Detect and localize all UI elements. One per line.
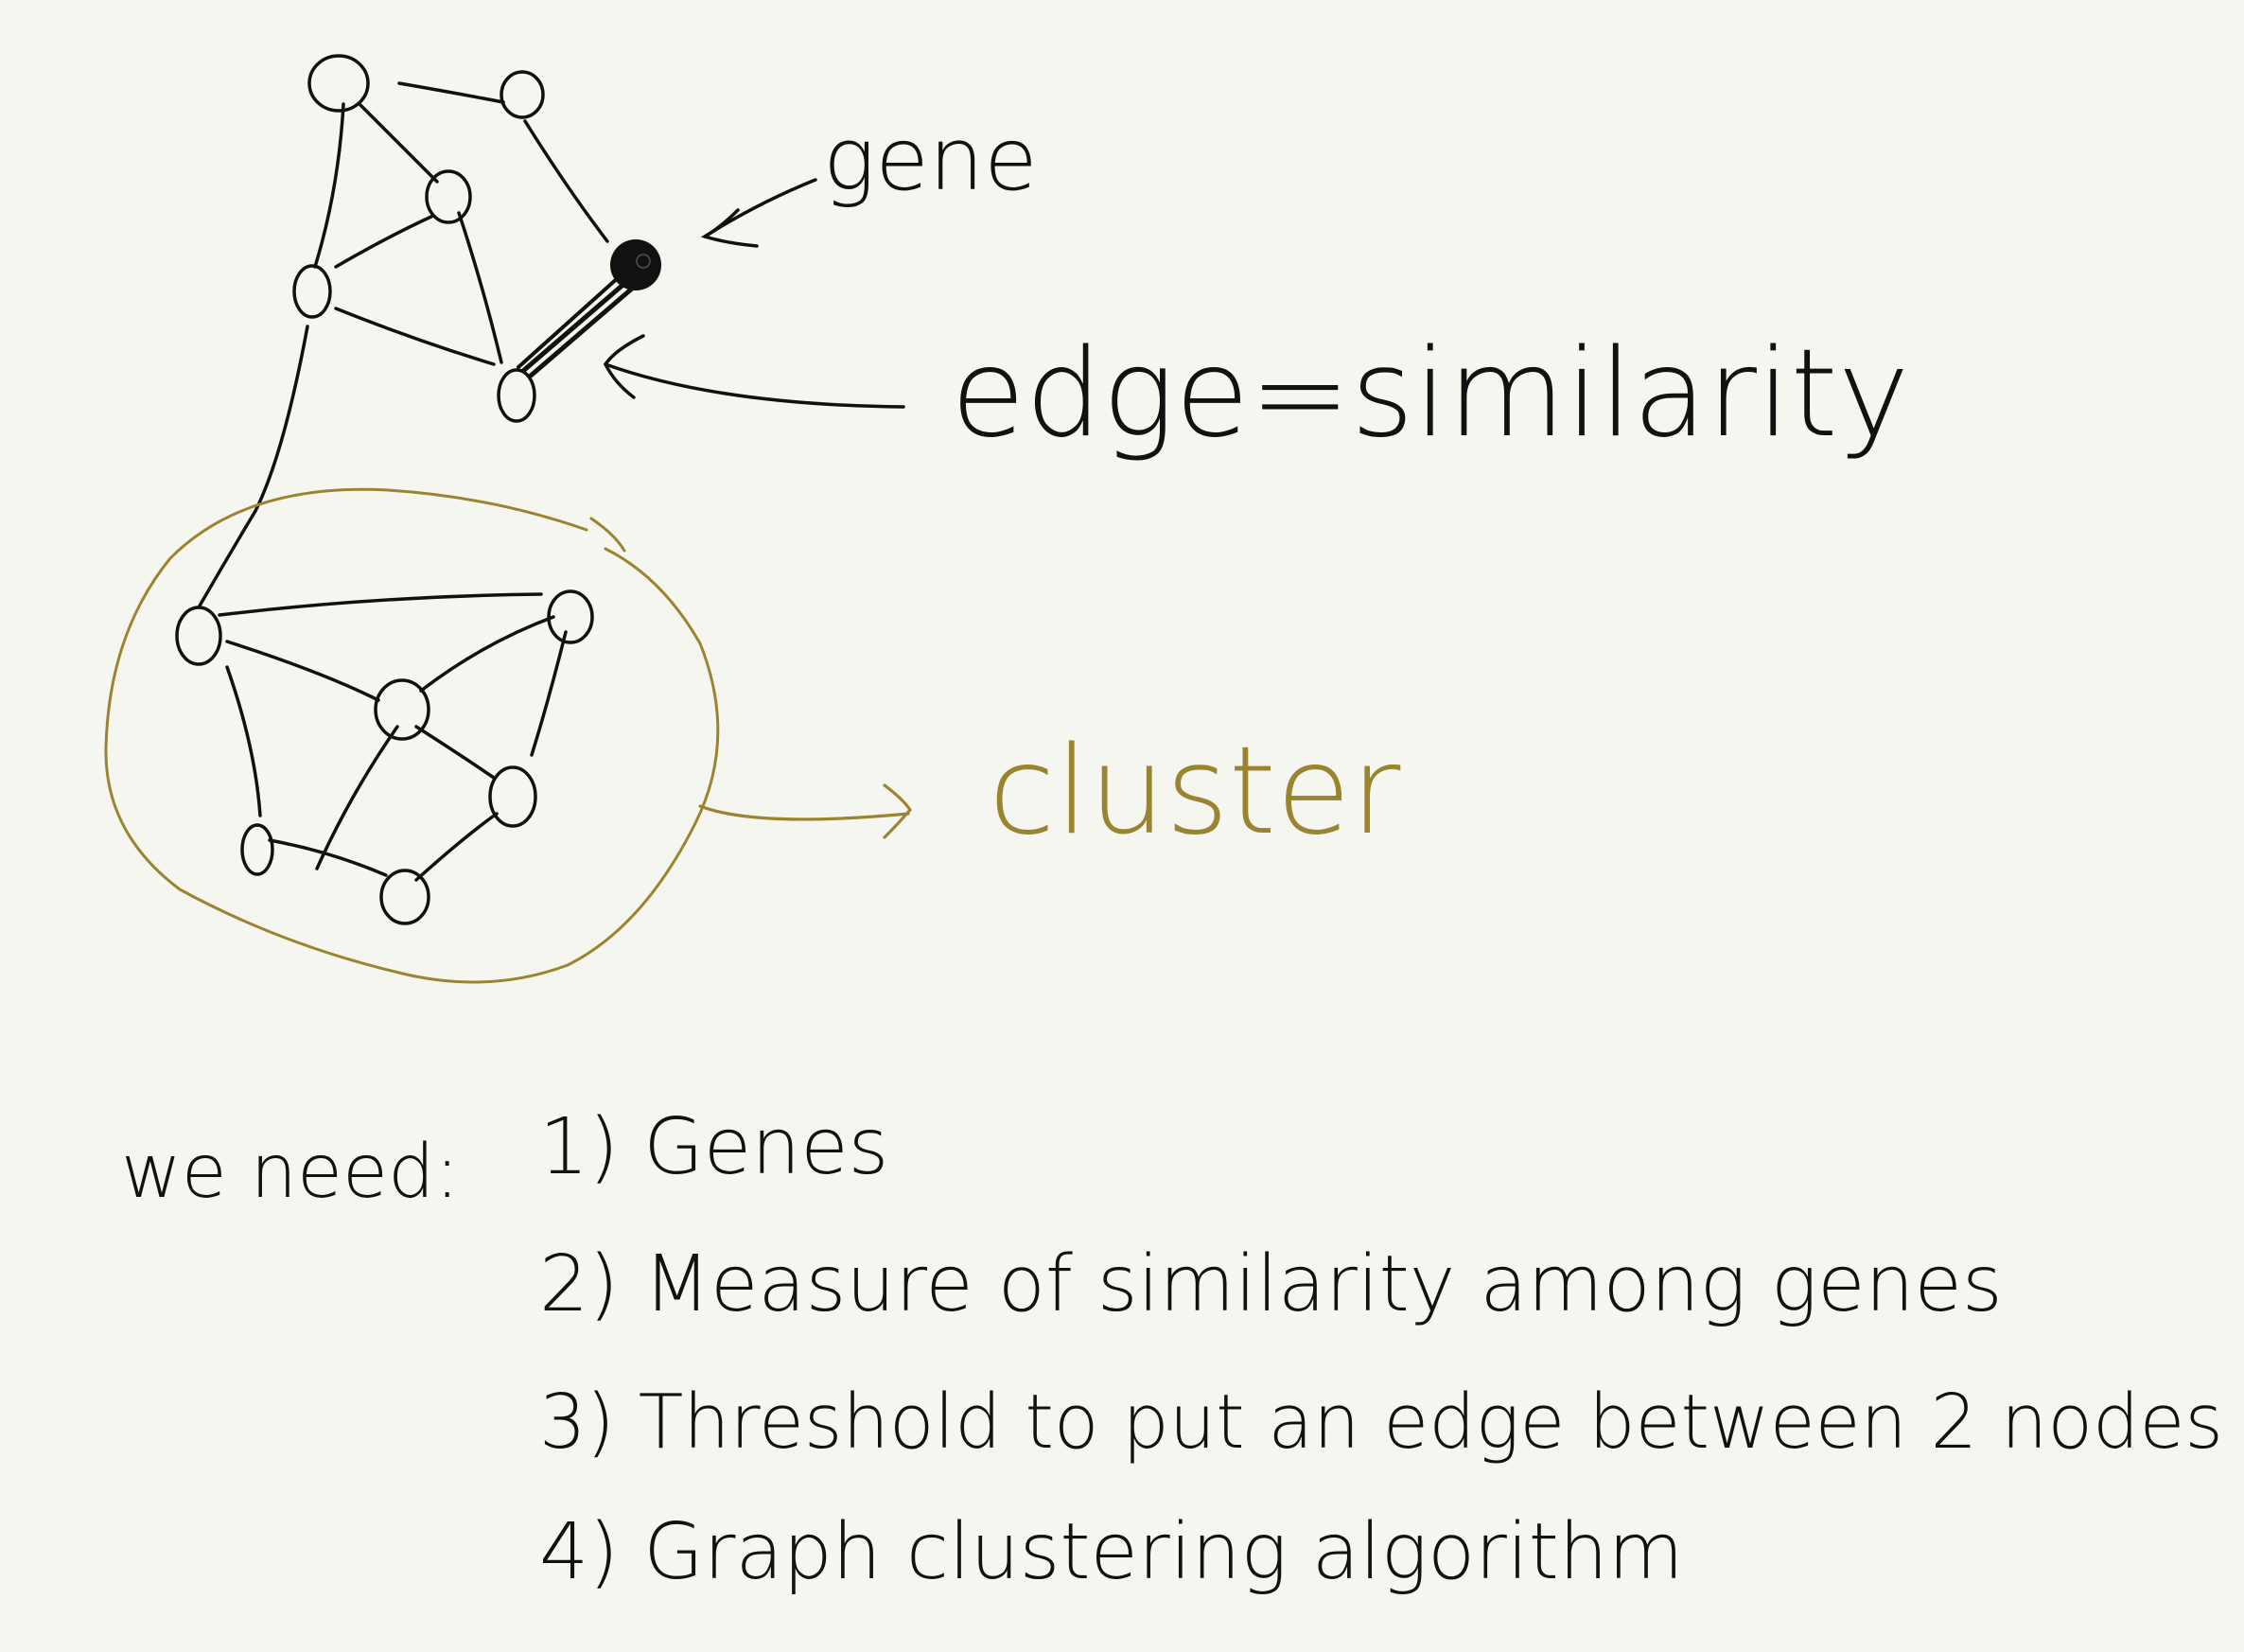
network-edge xyxy=(419,615,555,693)
network-edge xyxy=(530,630,568,757)
network-edge xyxy=(523,119,609,243)
cluster-network xyxy=(175,589,594,925)
edge-arrow xyxy=(603,334,905,409)
network-node xyxy=(500,70,545,119)
network-edge xyxy=(334,307,496,366)
network-edge xyxy=(315,725,399,870)
requirement-item: 4) Graph clustering algorithm xyxy=(539,1507,1684,1597)
network-node xyxy=(497,368,536,423)
gene-node-filled xyxy=(610,239,661,290)
network-edge xyxy=(313,102,345,269)
network-edge xyxy=(197,325,309,609)
network-edge xyxy=(268,838,388,877)
network-edge xyxy=(358,102,439,184)
cluster-arrow xyxy=(698,783,912,839)
gene-arrow xyxy=(700,178,817,248)
network-edge xyxy=(225,665,262,817)
network-node xyxy=(307,54,370,113)
network-edge xyxy=(414,725,496,780)
network-edge xyxy=(334,214,435,269)
edge-similarity-label: edge=similarity xyxy=(951,324,1909,465)
highlighted-edge xyxy=(517,274,622,369)
highlighted-edge xyxy=(520,279,629,374)
requirement-item: 2) Measure of similarity among genes xyxy=(539,1239,2003,1329)
network-node xyxy=(379,869,430,925)
cluster-outline-tail xyxy=(589,517,626,553)
network-edge xyxy=(397,81,505,104)
network-node xyxy=(240,823,274,876)
network-edge xyxy=(218,592,543,617)
we-need-label: we need: xyxy=(121,1130,460,1215)
gene-label: gene xyxy=(823,109,1038,210)
gene-network-top xyxy=(197,54,635,609)
cluster-label: cluster xyxy=(989,721,1401,862)
network-node xyxy=(425,169,472,224)
network-node xyxy=(488,765,537,828)
network-edge xyxy=(457,211,503,364)
network-node xyxy=(374,678,430,741)
requirement-item: 3) Threshold to put an edge between 2 no… xyxy=(539,1379,2223,1466)
highlighted-edge xyxy=(528,286,635,378)
network-node xyxy=(175,606,222,666)
requirement-item: 1) Genes xyxy=(539,1102,888,1192)
network-edge xyxy=(414,812,499,882)
network-node xyxy=(292,264,332,319)
network-node xyxy=(547,589,594,644)
network-edge xyxy=(225,640,380,702)
cluster-outline xyxy=(104,487,720,984)
